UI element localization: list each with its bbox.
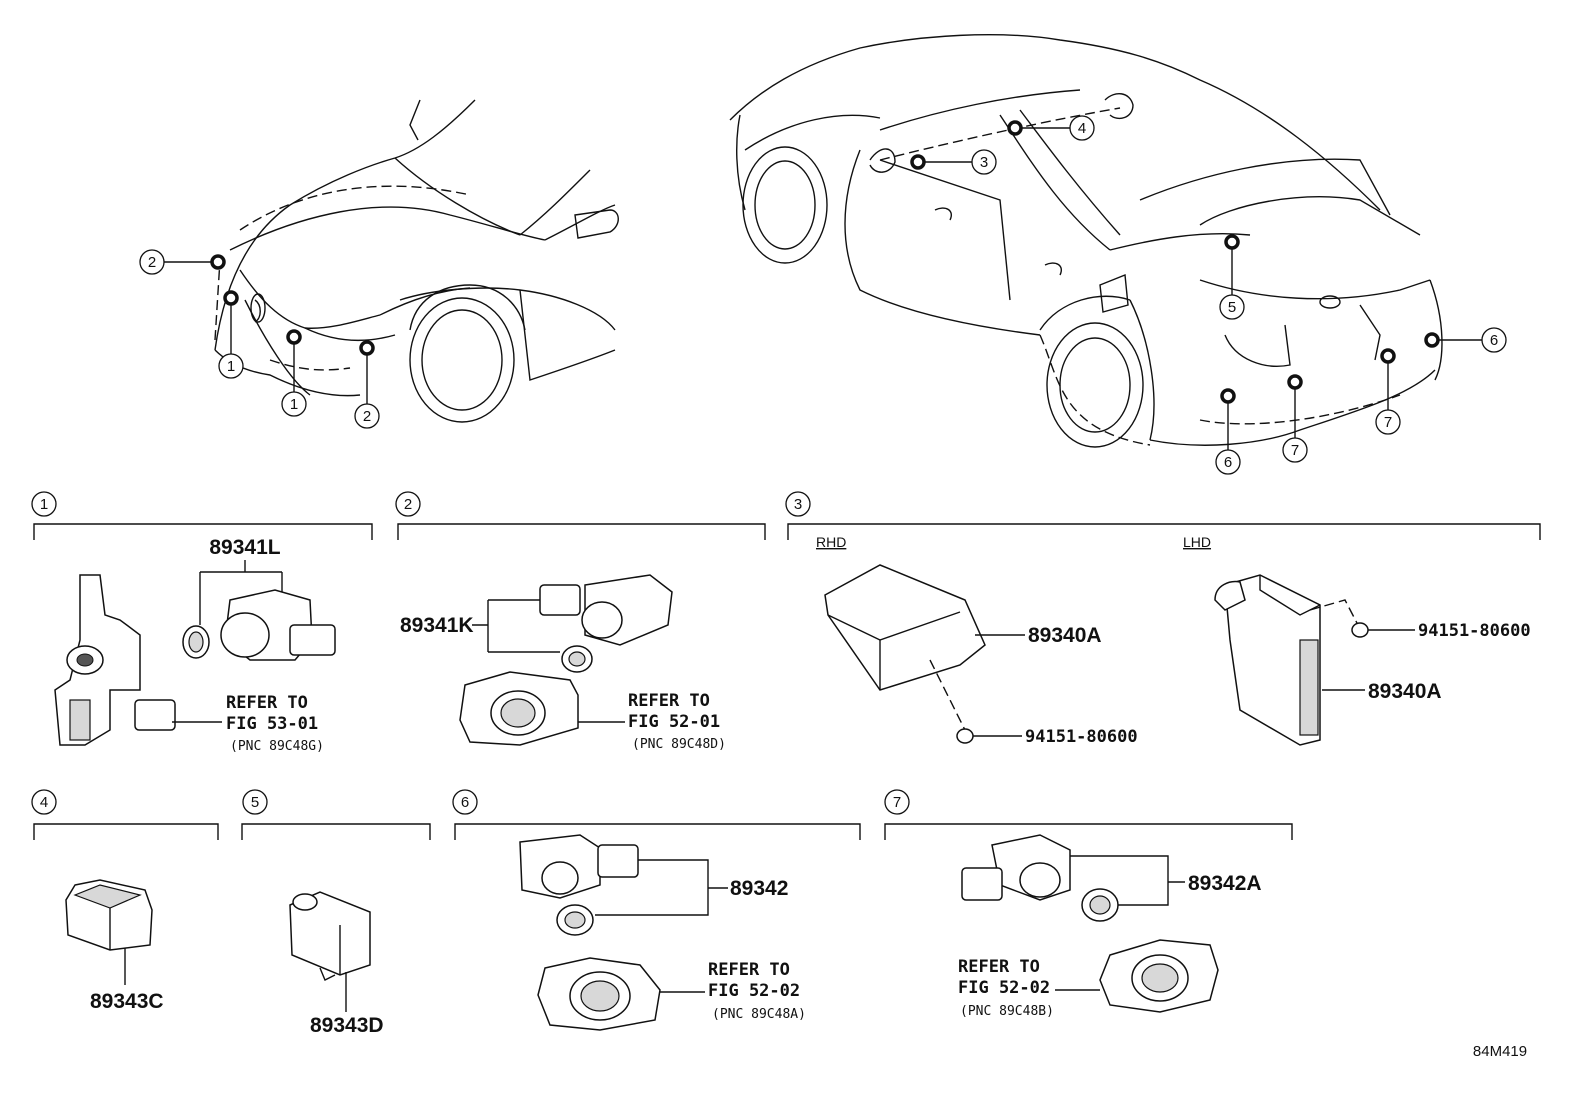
screw-lhd[interactable]: 94151-80600	[1418, 621, 1531, 641]
section-4: 4 89343C	[31, 789, 219, 1013]
section-2-bracket	[397, 523, 766, 540]
section-2-number: 2	[404, 496, 412, 513]
callout-1-left: 1	[227, 358, 235, 375]
refer-text-2: REFER TO	[628, 691, 710, 711]
sensor-location-6a	[1424, 332, 1440, 348]
refer-pnc-1: (PNC 89C48G)	[230, 739, 324, 754]
part-89343C[interactable]: 89343C	[90, 990, 164, 1013]
section-5-bracket	[241, 823, 431, 840]
sensor-location-5	[1224, 234, 1240, 250]
refer-pnc-7: (PNC 89C48B)	[960, 1004, 1054, 1019]
callout-3: 3	[980, 154, 988, 171]
sensor-unit-icon	[289, 891, 371, 976]
refer-fig-2[interactable]: FIG 52-01	[628, 712, 720, 732]
section-1-number: 1	[40, 496, 48, 513]
sensor-location-6b	[1220, 388, 1236, 404]
screw-icon	[956, 728, 974, 744]
callout-7-center: 7	[1291, 442, 1299, 459]
diagram-code: 84M419	[1473, 1043, 1527, 1060]
part-89342[interactable]: 89342	[730, 877, 788, 900]
part-89341K[interactable]: 89341K	[400, 614, 474, 637]
sensor-location-1a	[223, 290, 239, 306]
refer-fig-7[interactable]: FIG 52-02	[958, 978, 1050, 998]
ecu-rhd-icon	[824, 564, 986, 691]
section-3-number: 3	[794, 496, 802, 513]
rear-car-illustration	[729, 34, 1443, 448]
section-1-bracket	[33, 523, 373, 540]
section-6-number: 6	[461, 794, 469, 811]
screw-icon	[1351, 622, 1369, 638]
part-89340A-rhd[interactable]: 89340A	[1028, 624, 1102, 647]
sensor-location-4	[1007, 120, 1023, 136]
part-89342A[interactable]: 89342A	[1188, 872, 1262, 895]
section-7-number: 7	[893, 794, 901, 811]
front-callouts: 2 1 1 2	[139, 249, 380, 429]
callout-7-right: 7	[1384, 414, 1392, 431]
callout-2-left: 2	[148, 254, 156, 271]
refer-fig-1[interactable]: FIG 53-01	[226, 714, 318, 734]
sensor-location-1b	[286, 329, 302, 345]
section-4-number: 4	[40, 794, 48, 811]
callout-5: 5	[1228, 299, 1236, 316]
section-7: 7 89342A REFER TO FIG 52-02 (PNC 89C48B)	[884, 789, 1293, 1019]
callout-4: 4	[1078, 120, 1086, 137]
rear-callouts: 3 4 5 6 7 7 6	[910, 115, 1507, 475]
refer-pnc-6: (PNC 89C48A)	[712, 1007, 806, 1022]
callout-6-left: 6	[1224, 454, 1232, 471]
callout-6-right: 6	[1490, 332, 1498, 349]
part-89341L[interactable]: 89341L	[209, 536, 280, 559]
section-5-number: 5	[251, 794, 259, 811]
ecu-lhd-icon	[1224, 574, 1321, 746]
part-89340A-lhd[interactable]: 89340A	[1368, 680, 1442, 703]
lhd-label: LHD	[1183, 534, 1211, 550]
section-6-bracket	[454, 823, 861, 840]
refer-text-1: REFER TO	[226, 693, 308, 713]
refer-pnc-2: (PNC 89C48D)	[632, 737, 726, 752]
section-3-bracket	[787, 523, 1541, 540]
section-1: 1 89341L REFER TO FIG 53-01 (PNC 89C48G)	[31, 491, 373, 754]
refer-text-6: REFER TO	[708, 960, 790, 980]
callout-circle	[139, 249, 165, 275]
front-car-illustration	[214, 99, 619, 423]
section-7-bracket	[884, 823, 1293, 840]
rhd-label: RHD	[816, 534, 846, 550]
refer-fig-6[interactable]: FIG 52-02	[708, 981, 800, 1001]
sensor-location-2b	[359, 340, 375, 356]
refer-text-7: REFER TO	[958, 957, 1040, 977]
part-89343D[interactable]: 89343D	[310, 1014, 384, 1037]
sensor-location-7a	[1380, 348, 1396, 364]
section-6: 6 89342 REFER TO FIG 52-02 (PNC 89C48A)	[452, 789, 861, 1031]
section-5: 5 89343D	[241, 789, 431, 1037]
callout-1-center: 1	[290, 396, 298, 413]
sensor-location-3	[910, 154, 926, 170]
sensor-location-2a	[210, 254, 226, 270]
section-3: 3 RHD LHD 89340A 94151-80600 94151-80600…	[785, 491, 1541, 747]
sensor-location-7b	[1287, 374, 1303, 390]
section-2: 2 89341K REFER TO FIG 52-01 (PNC 89C48D)	[395, 491, 766, 752]
section-4-bracket	[33, 823, 219, 840]
callout-2-right: 2	[363, 408, 371, 425]
screw-rhd[interactable]: 94151-80600	[1025, 727, 1138, 747]
